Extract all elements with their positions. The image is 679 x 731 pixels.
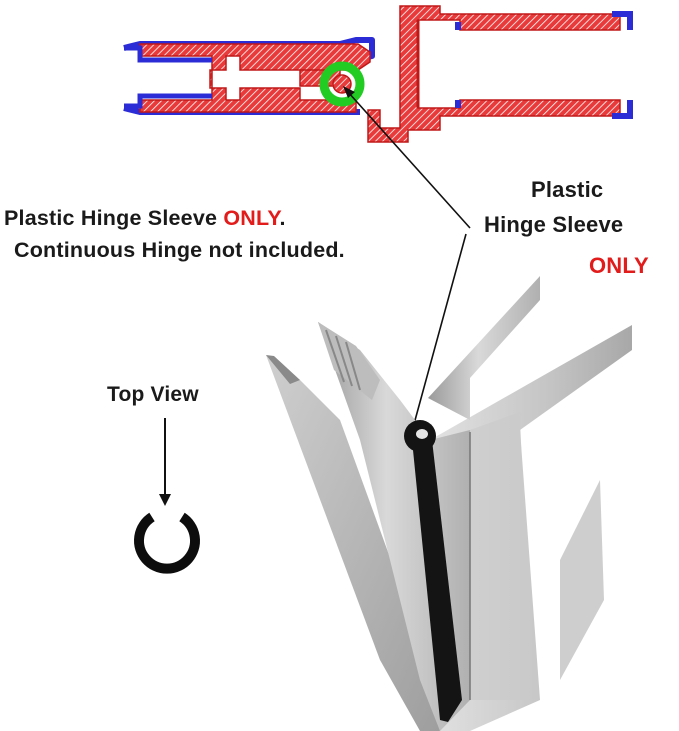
aluminum-extrusion-photo bbox=[266, 276, 632, 731]
hinge-profile-cross-section bbox=[123, 5, 633, 143]
profile-right-flanges bbox=[455, 11, 633, 119]
right-callout-only: ONLY bbox=[589, 253, 649, 278]
pointer-to-profile-sleeve bbox=[347, 91, 471, 229]
pointer-lines bbox=[343, 86, 471, 425]
left-callout-period: . bbox=[279, 206, 286, 230]
left-callout-text: Plastic Hinge Sleeve bbox=[4, 206, 224, 230]
top-view-ring-icon bbox=[134, 512, 200, 574]
left-callout-line2: Continuous Hinge not included. bbox=[14, 238, 345, 262]
profile-sleeve-ring bbox=[319, 61, 365, 107]
right-callout-line1: Plastic bbox=[531, 177, 604, 202]
extrusion-gasket-strip bbox=[412, 440, 462, 722]
extrusion-ribbed-panel bbox=[318, 322, 380, 400]
extrusion-left-fin-edge bbox=[266, 355, 300, 384]
extrusion-back-fin bbox=[428, 276, 540, 420]
extrusion-left-fin bbox=[266, 355, 440, 731]
left-callout-only: ONLY bbox=[223, 206, 280, 230]
top-view-arrowhead bbox=[159, 494, 171, 506]
pointer-to-photo-sleeve bbox=[413, 233, 467, 425]
right-callout-line2: Hinge Sleeve bbox=[484, 212, 624, 237]
top-view-label: Top View bbox=[107, 383, 199, 406]
profile-right-box bbox=[367, 5, 621, 143]
top-view-illustration bbox=[134, 418, 200, 574]
profile-left-tips bbox=[124, 45, 212, 109]
left-callout-line1: Plastic Hinge Sleeve ONLY. bbox=[4, 206, 286, 231]
photo-sleeve-hole bbox=[416, 429, 428, 439]
pointer-arrowhead bbox=[343, 86, 355, 98]
profile-left-rail bbox=[139, 43, 371, 113]
